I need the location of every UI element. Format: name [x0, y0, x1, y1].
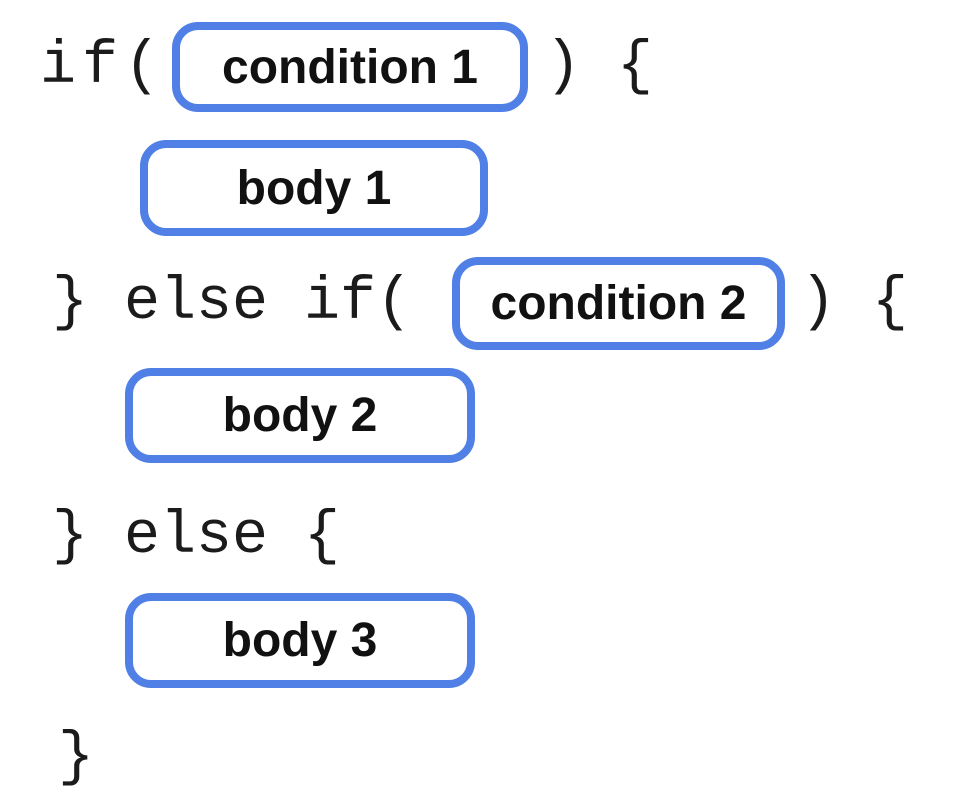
- body-2-slot[interactable]: body 2: [125, 368, 475, 463]
- body-2-label: body 2: [222, 389, 378, 442]
- condition-1-slot[interactable]: condition 1: [172, 22, 528, 112]
- condition-1-label: condition 1: [222, 40, 478, 94]
- code-if-open: if(: [40, 33, 167, 101]
- code-else-open: } else {: [52, 503, 341, 571]
- body-1-slot[interactable]: body 1: [140, 140, 488, 236]
- code-else-if-open: } else if(: [52, 269, 413, 337]
- body-1-label: body 1: [236, 161, 392, 215]
- code-close-paren-open-brace-1: ) {: [545, 33, 654, 101]
- condition-2-slot[interactable]: condition 2: [452, 257, 785, 350]
- body-3-label: body 3: [222, 614, 378, 667]
- condition-2-label: condition 2: [490, 277, 747, 330]
- code-close-paren-open-brace-2: ) {: [800, 269, 909, 337]
- code-final-close-brace: }: [58, 724, 95, 792]
- body-3-slot[interactable]: body 3: [125, 593, 475, 688]
